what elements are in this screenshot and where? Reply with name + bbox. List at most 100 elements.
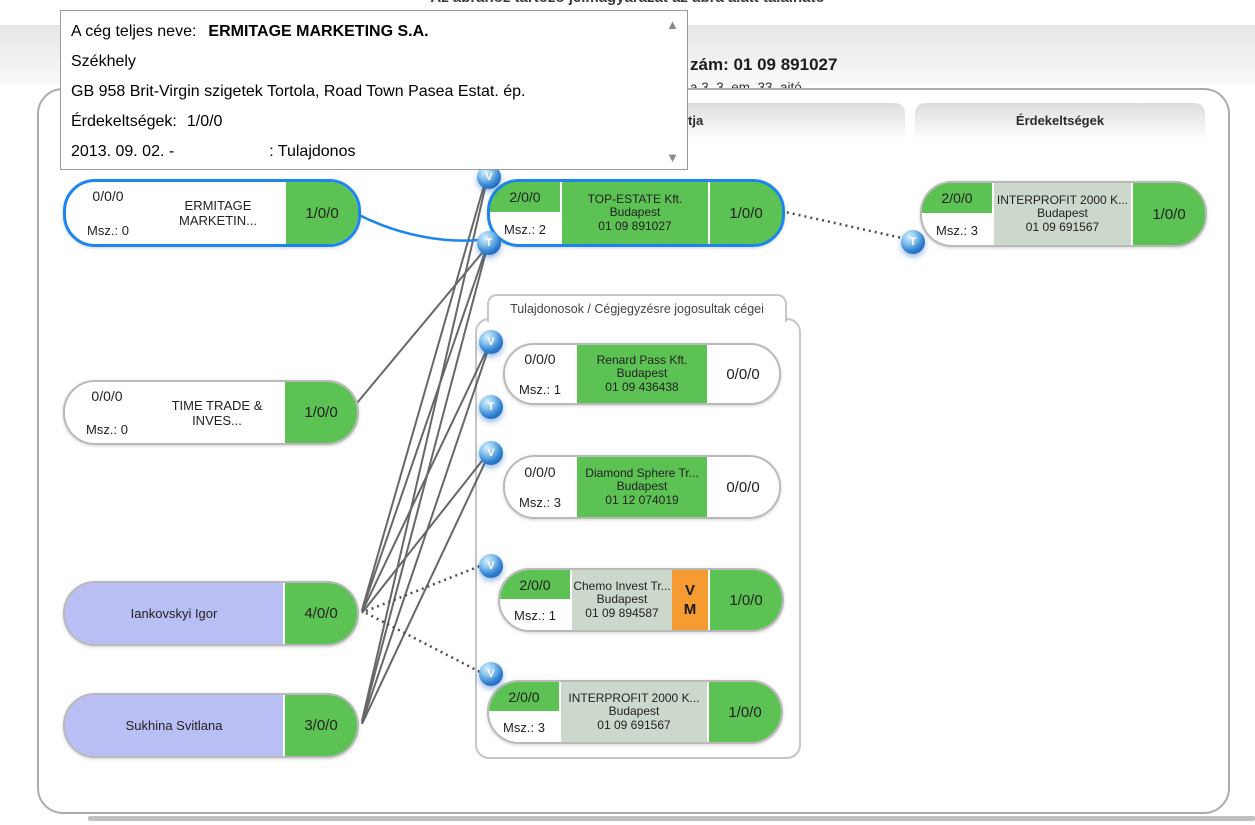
owners-panel-title-label: Tulajdonosok / Cégjegyzésre jogosultak c… (510, 302, 764, 316)
node-label: ERMITAGE MARKETIN... (178, 198, 257, 228)
node-company-name: INTERPROFIT 2000 K... (568, 690, 700, 705)
owner-relation-icon[interactable]: V (479, 330, 503, 354)
column-header-interests: Érdekeltségek (915, 103, 1205, 137)
legend-caption: Az ábrához tartozó jelmagyarázat az ábra… (0, 0, 1255, 6)
node-value-right: 3/0/0 (283, 695, 357, 756)
node-label: INTERPROFIT 2000 K... Budapest 01 09 691… (994, 183, 1131, 245)
node-company-regno: 01 09 691567 (1025, 219, 1100, 234)
node-person-sukhina[interactable]: Sukhina Svitlana 3/0/0 (63, 693, 359, 758)
scroll-down-icon[interactable]: ▼ (666, 150, 679, 165)
vm-flag-badge: V M (672, 570, 708, 630)
node-value-top: 0/0/0 (505, 345, 575, 375)
flag-v: V (684, 582, 695, 599)
node-left-values: 0/0/0 Msz.: 1 (505, 345, 577, 403)
tooltip-interests-value: 1/0/0 (186, 113, 223, 130)
node-value-msz: Msz.: 3 (489, 713, 559, 742)
tooltip-company-name: ERMITAGE MARKETING S.A. (208, 23, 429, 40)
node-value-top: 2/0/0 (500, 570, 570, 601)
node-company-regno: 01 09 891027 (598, 218, 672, 233)
tooltip-name-label: A cég teljes neve: (71, 23, 197, 40)
member-relation-icon[interactable]: T (477, 231, 501, 255)
person-name: Iankovskyi Igor (130, 606, 218, 621)
node-company-name: Renard Pass Kft. (596, 352, 688, 367)
node-company-city: Budapest (609, 205, 661, 220)
node-value-msz: Msz.: 3 (922, 215, 992, 245)
company-tooltip: A cég teljes neve: ERMITAGE MARKETING S.… (60, 10, 688, 170)
node-value-top: 2/0/0 (489, 682, 559, 713)
node-value-msz: Msz.: 3 (505, 488, 575, 517)
node-ermitage-marketing[interactable]: 0/0/0 Msz.: 0 ERMITAGE MARKETIN... 1/0/0 (63, 179, 361, 247)
tooltip-name-row: A cég teljes neve: ERMITAGE MARKETING S.… (71, 23, 653, 53)
node-company-city: Budapest (616, 366, 668, 381)
column-header-interests-label: Érdekeltségek (1015, 112, 1105, 128)
node-value-top: 2/0/0 (490, 182, 560, 214)
node-value-right: 1/0/0 (285, 382, 357, 443)
node-left-values: 2/0/0 Msz.: 3 (922, 183, 994, 245)
tooltip-date-range: 2013. 09. 02. - (71, 143, 175, 160)
node-company-name: Chemo Invest Tr... (573, 578, 671, 593)
node-value-msz: Msz.: 1 (500, 601, 570, 630)
node-label: TIME TRADE & INVES... (171, 397, 263, 428)
tooltip-interests-row: Érdekeltségek: 1/0/0 (71, 113, 653, 143)
node-renard-pass[interactable]: 0/0/0 Msz.: 1 Renard Pass Kft. Budapest … (503, 343, 781, 405)
node-value-top: 2/0/0 (922, 183, 992, 215)
node-value-right: 1/0/0 (707, 682, 781, 742)
owner-relation-icon[interactable]: V (479, 441, 503, 465)
flag-m: M (683, 601, 697, 618)
node-label: Chemo Invest Tr... Budapest 01 09 894587 (572, 570, 672, 630)
tooltip-role-row: 2013. 09. 02. - : Tulajdonos (71, 143, 653, 173)
node-value-msz: Msz.: 0 (87, 223, 129, 238)
node-person-iankovskyi[interactable]: Iankovskyi Igor 4/0/0 (63, 581, 359, 646)
node-company-name: INTERPROFIT 2000 K... (996, 192, 1129, 207)
node-value-right: 1/0/0 (708, 182, 782, 244)
node-diamond-sphere[interactable]: 0/0/0 Msz.: 3 Diamond Sphere Tr... Budap… (503, 455, 781, 519)
node-label: Diamond Sphere Tr... Budapest 01 12 0740… (577, 457, 707, 517)
node-left-values: 2/0/0 Msz.: 1 (500, 570, 572, 630)
node-company-name: TOP-ESTATE Kft. (587, 191, 683, 206)
node-value-top: 0/0/0 (91, 388, 123, 404)
member-relation-icon[interactable]: T (901, 230, 925, 254)
tooltip-role-value: : Tulajdonos (269, 143, 356, 160)
member-relation-icon[interactable]: T (479, 395, 503, 419)
node-label: Renard Pass Kft. Budapest 01 09 436438 (577, 345, 707, 403)
node-value-right: 0/0/0 (707, 457, 779, 517)
column-header-left-label: tja (688, 113, 704, 128)
owners-panel-title: Tulajdonosok / Cégjegyzésre jogosultak c… (487, 294, 787, 322)
node-company-city: Budapest (616, 479, 668, 494)
node-company-regno: 01 09 691567 (597, 717, 671, 732)
node-left-values: 0/0/0 Msz.: 0 (65, 382, 149, 443)
scroll-up-icon[interactable]: ▲ (666, 17, 679, 32)
node-company-regno: 01 09 436438 (605, 379, 679, 394)
node-value-top: 0/0/0 (505, 457, 575, 488)
node-interprofit-top[interactable]: 2/0/0 Msz.: 3 INTERPROFIT 2000 K... Buda… (920, 181, 1207, 247)
node-label: INTERPROFIT 2000 K... Budapest 01 09 691… (561, 682, 707, 742)
node-label: TOP-ESTATE Kft. Budapest 01 09 891027 (562, 182, 708, 244)
node-interprofit-bottom[interactable]: 2/0/0 Msz.: 3 INTERPROFIT 2000 K... Buda… (487, 680, 783, 744)
owner-relation-icon[interactable]: V (479, 662, 503, 686)
node-value-right: 1/0/0 (286, 182, 358, 244)
horizontal-scrollbar[interactable] (88, 816, 1255, 821)
node-value-top: 0/0/0 (92, 188, 124, 204)
node-company-city: Budapest (1037, 206, 1088, 221)
person-name: Sukhina Svitlana (125, 718, 223, 733)
tooltip-hq-value: GB 958 Brit-Virgin szigetek Tortola, Roa… (71, 83, 526, 100)
registration-number-fragment: zám: 01 09 891027 (690, 55, 838, 74)
node-left-values: 2/0/0 Msz.: 3 (489, 682, 561, 742)
node-company-regno: 01 09 894587 (585, 605, 659, 620)
node-top-estate[interactable]: 2/0/0 Msz.: 2 TOP-ESTATE Kft. Budapest 0… (487, 179, 785, 247)
node-value-msz: Msz.: 1 (505, 375, 575, 403)
node-company-name: Diamond Sphere Tr... (585, 465, 699, 480)
node-time-trade[interactable]: 0/0/0 Msz.: 0 TIME TRADE & INVES... 1/0/… (63, 380, 359, 445)
node-company-city: Budapest (608, 704, 660, 719)
node-left-values: 2/0/0 Msz.: 2 (490, 182, 562, 244)
tooltip-interests-label: Érdekeltségek: (71, 113, 177, 130)
node-left-values: 0/0/0 Msz.: 3 (505, 457, 577, 517)
node-left-values: 0/0/0 Msz.: 0 (66, 182, 150, 244)
node-value-msz: Msz.: 0 (86, 422, 128, 437)
node-company-regno: 01 12 074019 (605, 492, 679, 507)
node-value-right: 0/0/0 (707, 345, 779, 403)
owner-relation-icon[interactable]: V (479, 554, 503, 578)
node-chemo-invest[interactable]: 2/0/0 Msz.: 1 Chemo Invest Tr... Budapes… (498, 568, 784, 632)
node-value-right: 4/0/0 (283, 583, 357, 644)
